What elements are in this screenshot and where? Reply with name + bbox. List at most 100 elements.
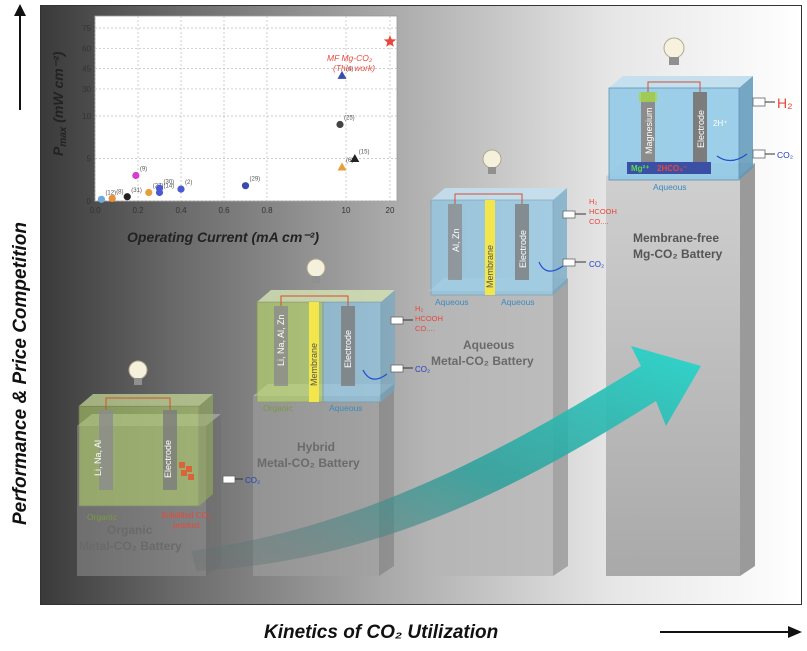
x-axis-title-area: Kinetics of CO₂ Utilization xyxy=(40,608,807,646)
inset-y-tick-label: 75 xyxy=(82,24,91,33)
hybrid-product-3: CO.... xyxy=(415,324,435,333)
bulb-icon xyxy=(482,149,502,174)
data-point xyxy=(145,188,153,197)
progress-arrow xyxy=(191,346,701,571)
aqueous-subtitle: Metal-CO₂ Battery xyxy=(431,354,534,368)
inset-y-tick-label: 60 xyxy=(82,44,91,53)
data-point-ref: (8) xyxy=(116,189,123,195)
bulb-icon xyxy=(663,37,685,65)
aqueous-cathode-label: Electrode xyxy=(518,230,528,268)
y-axis-title: Performance & Price Competition xyxy=(10,222,31,525)
inset-y-tick-label: 0 xyxy=(87,197,92,206)
organic-product-label-2: product xyxy=(173,521,200,530)
aqueous-gas-label: CO₂ xyxy=(589,260,604,269)
organic-gas-label: CO₂ xyxy=(245,476,260,485)
hybrid-co2-flow-arrow xyxy=(362,369,388,380)
data-point xyxy=(383,35,397,47)
aqueous-zone-1: Aqueous xyxy=(435,297,469,307)
mf-reaction-a: Mg²⁺ xyxy=(631,164,649,173)
organic-anode xyxy=(99,410,113,490)
mf-reaction-b: 2HCO₃⁻ xyxy=(657,164,687,173)
inset-points: (12)(8)(31)(9)(27)(30)(14)(2)(29)(25)(4)… xyxy=(97,35,397,203)
data-point-ref: (2) xyxy=(185,180,192,186)
organic-anode-label: Li, Na, Al xyxy=(93,440,103,476)
figure-canvas: Li, Na, Al Electrode CO₂ Organic Solidif… xyxy=(50,15,793,576)
x-axis-title: Kinetics of CO₂ Utilization xyxy=(264,622,498,643)
aqueous-product-3: CO.... xyxy=(589,217,609,226)
aqueous-cathode xyxy=(515,204,529,280)
hybrid-gas-label: CO₂ xyxy=(415,365,430,374)
data-point xyxy=(337,70,347,79)
data-point xyxy=(108,194,116,203)
star-label-2: (This work) xyxy=(333,63,375,73)
mf-gas-inlet-icon xyxy=(752,149,775,159)
y-axis-title-area: Performance & Price Competition xyxy=(10,4,31,525)
data-point-ref: (25) xyxy=(344,116,355,122)
aqueous-membrane-label: Membrane xyxy=(485,245,495,288)
organic-title: Organic xyxy=(107,523,153,537)
data-point xyxy=(123,193,131,201)
data-point-ref: (9) xyxy=(140,167,147,173)
aqueous-product-1: H₂ xyxy=(589,197,597,206)
inset-y-tick-label: 10 xyxy=(82,112,91,121)
mf-h2-outlet-icon xyxy=(752,97,775,107)
hybrid-gas-inlet-icon xyxy=(390,364,413,373)
inset-x-tick-label: 0.2 xyxy=(132,206,144,215)
organic-zone-label: Organic xyxy=(87,512,118,522)
data-point-ref: (12) xyxy=(105,190,116,196)
mf-co2-flow-arrow xyxy=(716,153,748,162)
inset-x-tick-label: 0.4 xyxy=(175,206,187,215)
data-point-ref: (31) xyxy=(131,188,142,194)
hybrid-zone-organic: Organic xyxy=(263,403,294,413)
mf-reaction-bar xyxy=(627,162,711,174)
mf-subtitle: Mg-CO₂ Battery xyxy=(633,247,723,261)
organic-wire xyxy=(105,397,171,410)
cell-aqueous: Al, Zn Membrane Electrode H₂ HCOOH CO...… xyxy=(430,149,617,368)
organic-cathode-label: Electrode xyxy=(163,440,173,478)
mf-cathode-label: Electrode xyxy=(696,110,706,148)
hybrid-anode xyxy=(274,306,288,386)
mf-title: Membrane-free xyxy=(633,231,719,245)
mf-anode xyxy=(641,92,655,162)
inset-plot-area xyxy=(94,15,398,202)
cell-organic: Li, Na, Al Electrode CO₂ Organic Solidif… xyxy=(78,360,260,553)
organic-cathode xyxy=(163,410,177,490)
data-point-ref: (6) xyxy=(346,158,353,164)
data-point xyxy=(177,185,185,193)
data-point-ref: (29) xyxy=(250,177,261,183)
mf-anode-label: Magnesium xyxy=(644,107,654,154)
data-point-ref: (4) xyxy=(346,66,353,72)
cell-membrane-free: Magnesium Electrode 2H⁺ Mg²⁺ 2HCO₃⁻ H₂ C… xyxy=(608,37,793,261)
mf-gas-label: CO₂ xyxy=(777,150,793,160)
solidified-product-icon xyxy=(179,462,194,480)
inset-y-tick-label: 45 xyxy=(82,65,91,74)
mf-ion-label: 2H⁺ xyxy=(713,119,727,128)
hybrid-wire xyxy=(280,295,349,306)
mf-anode-cap xyxy=(639,92,657,102)
data-point xyxy=(336,120,344,129)
hybrid-anode-label: Li, Na, Al, Zn xyxy=(276,314,286,366)
aqueous-anode-label: Al, Zn xyxy=(451,228,461,252)
mf-cathode xyxy=(693,92,707,162)
organic-subtitle: Metal-CO₂ Battery xyxy=(79,539,182,553)
aqueous-co2-flow-arrow xyxy=(538,261,564,272)
inset-x-tick-label: 0.6 xyxy=(218,206,230,215)
x-axis-arrowhead xyxy=(788,626,802,638)
data-point xyxy=(241,182,250,190)
inset-x-tick-label: 10 xyxy=(342,206,351,215)
hybrid-title: Hybrid xyxy=(297,440,335,454)
aqueous-membrane xyxy=(485,200,495,295)
hybrid-zone-aqueous: Aqueous xyxy=(329,403,363,413)
hybrid-product-1: H₂ xyxy=(415,304,423,313)
inset-x-tick-label: 20 xyxy=(386,206,395,215)
mf-zone-label: Aqueous xyxy=(653,182,687,192)
inset-grid xyxy=(94,16,397,202)
data-point-ref: (14) xyxy=(164,184,175,190)
aqueous-product-outlet-icon xyxy=(562,210,586,219)
hybrid-subtitle: Metal-CO₂ Battery xyxy=(257,456,360,470)
inset-y-tick-label: 5 xyxy=(87,155,92,164)
mf-wire xyxy=(647,81,701,92)
